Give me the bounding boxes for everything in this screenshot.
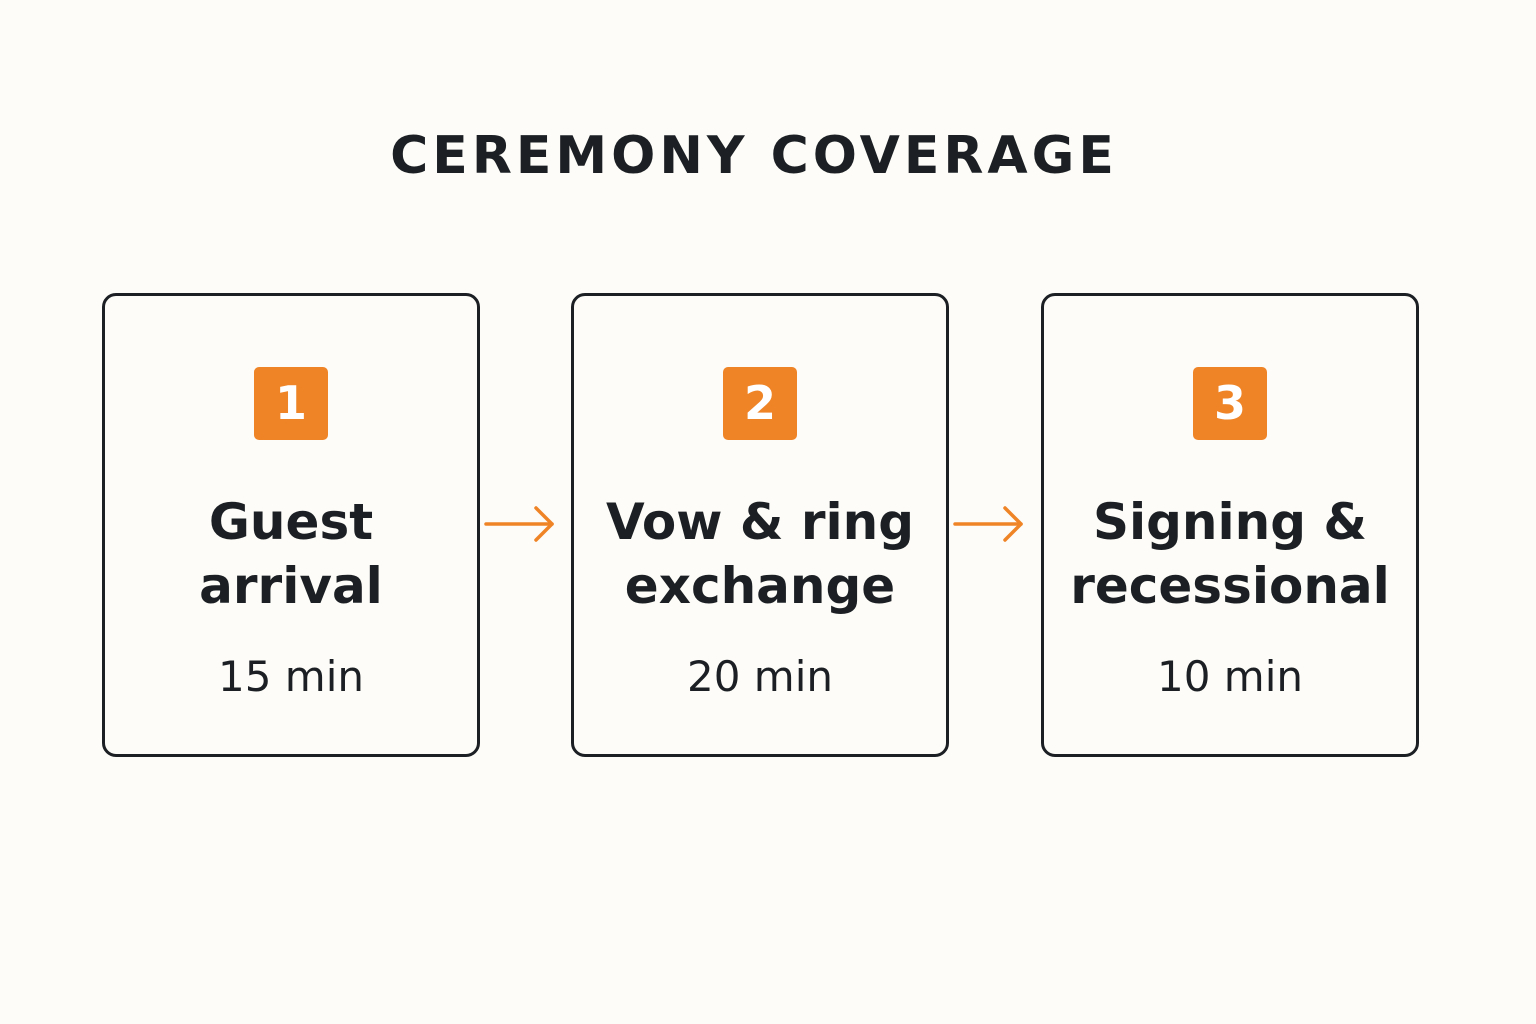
step-name-line: arrival (199, 557, 383, 615)
diagram-title: CEREMONY COVERAGE (390, 126, 1118, 186)
step-name-line: Signing & (1092, 493, 1368, 551)
step-name-line: exchange (624, 557, 896, 615)
step-name-line: Vow & ring (605, 493, 915, 551)
step-number-badge: 1 (254, 367, 328, 440)
step-card-signing-recessional: 3 Signing & recessional 10 min (1041, 293, 1419, 757)
step-name: Signing & recessional (1044, 490, 1416, 618)
step-name-line: Guest (208, 493, 374, 551)
step-name: Guest arrival (105, 490, 477, 618)
step-duration: 15 min (218, 652, 364, 701)
arrow-right-icon (484, 506, 554, 542)
step-card-guest-arrival: 1 Guest arrival 15 min (102, 293, 480, 757)
step-card-vow-ring-exchange: 2 Vow & ring exchange 20 min (571, 293, 949, 757)
step-duration: 20 min (687, 652, 833, 701)
step-number-badge: 2 (723, 367, 797, 440)
arrow-right-icon (953, 506, 1023, 542)
step-name-line: recessional (1070, 557, 1390, 615)
step-duration: 10 min (1157, 652, 1303, 701)
step-name: Vow & ring exchange (574, 490, 946, 618)
step-number-badge: 3 (1193, 367, 1267, 440)
